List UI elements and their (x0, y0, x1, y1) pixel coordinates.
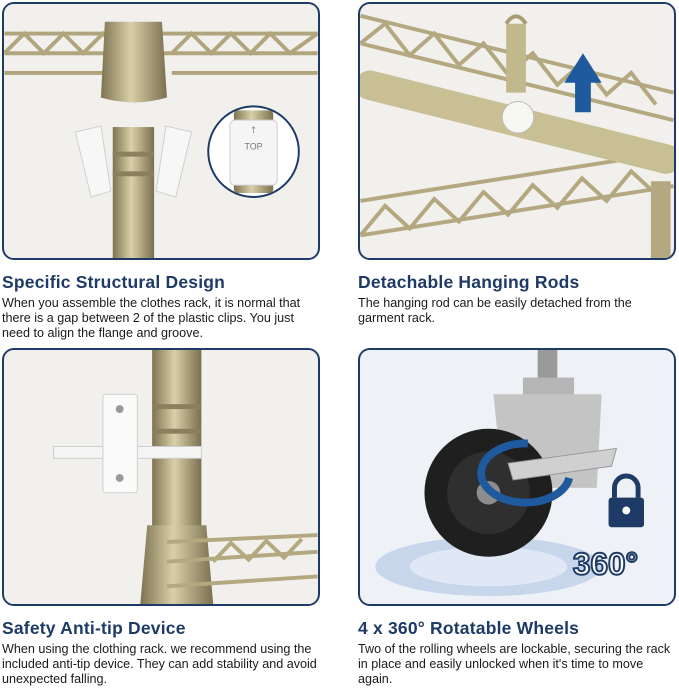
structural-design-image: ↑ TOP (2, 2, 320, 260)
feature-description: When using the clothing rack. we recomme… (2, 642, 317, 686)
hanging-rod-image (358, 2, 676, 260)
rotate-arrow-icon (477, 439, 573, 507)
feature-anti-tip: Safety Anti-tip Device When using the cl… (2, 618, 324, 687)
feature-description: When you assemble the clothes rack, it i… (2, 296, 301, 340)
anti-tip-image (2, 348, 320, 606)
up-arrow-icon (564, 53, 602, 113)
feature-description: The hanging rod can be easily detached f… (358, 296, 632, 325)
feature-structural-design: Specific Structural Design When you asse… (2, 272, 324, 341)
anti-tip-illustration (4, 350, 318, 604)
top-label: TOP (245, 142, 263, 152)
lock-icon (608, 473, 644, 528)
wheel-image: 360° (358, 348, 676, 606)
feature-title: 4 x 360° Rotatable Wheels (358, 618, 580, 638)
feature-detachable-rods: Detachable Hanging Rods The hanging rod … (358, 272, 679, 326)
hanging-rod-illustration (360, 4, 674, 258)
svg-text:↑: ↑ (250, 126, 257, 136)
feature-rotatable-wheels: 4 x 360° Rotatable Wheels Two of the rol… (358, 618, 679, 687)
feature-description: Two of the rolling wheels are lockable, … (358, 642, 671, 686)
feature-title: Safety Anti-tip Device (2, 618, 186, 638)
caster-wheel-illustration: 360° (360, 350, 674, 604)
feature-title: Specific Structural Design (2, 272, 226, 292)
feature-title: Detachable Hanging Rods (358, 272, 580, 292)
rotation-degree-label: 360° (573, 545, 638, 581)
clip-assembly-illustration: ↑ TOP (4, 4, 318, 258)
